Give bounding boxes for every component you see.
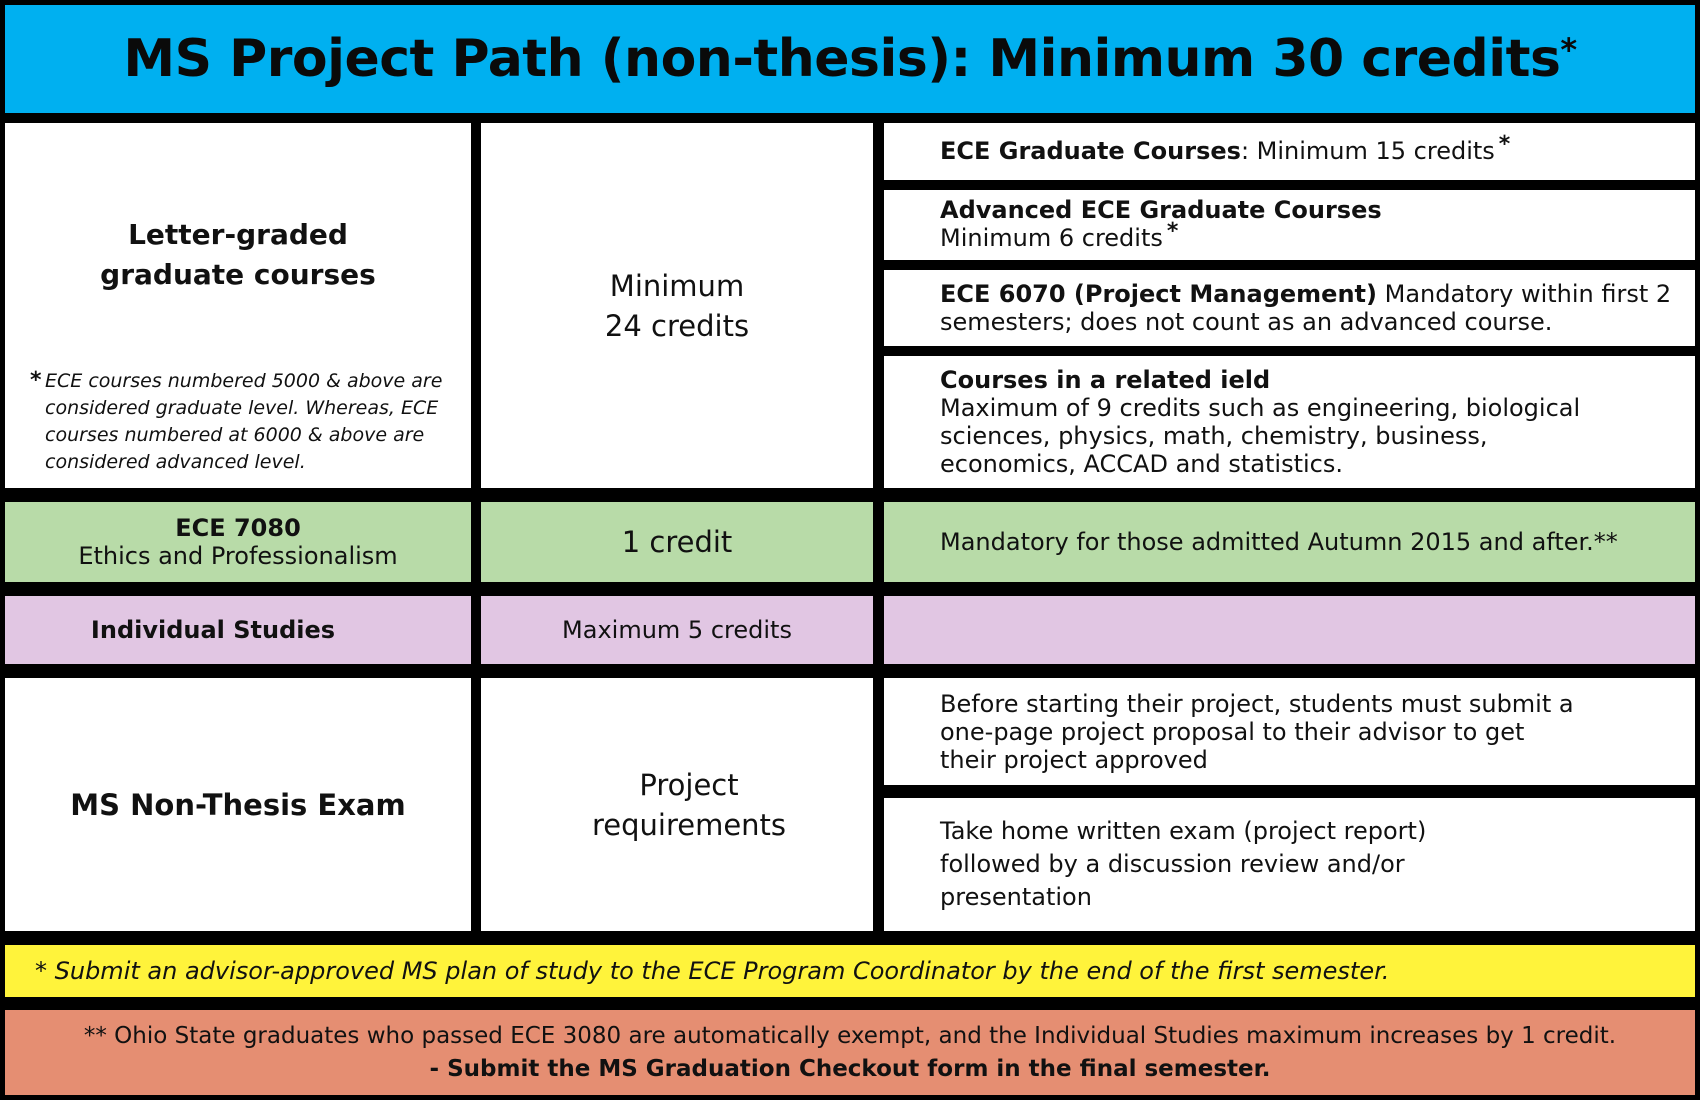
- letter-graded-label: Letter-graded graduate courses: [100, 218, 376, 291]
- ethics-note-cell: Mandatory for those admitted Autumn 2015…: [884, 502, 1695, 582]
- letter-graded-label-cell: Letter-graded graduate courses * ECE cou…: [5, 123, 471, 488]
- page-title: MS Project Path (non-thesis): Minimum 30…: [123, 29, 1577, 89]
- advanced-ece-courses-credits: Minimum 6 credits*: [940, 219, 1179, 252]
- exemption-footnote: ** Ohio State graduates who passed ECE 3…: [83, 1022, 1617, 1049]
- related-field-title: Courses in a related ield: [940, 366, 1271, 394]
- page-title-banner: MS Project Path (non-thesis): Minimum 30…: [5, 5, 1695, 113]
- plan-of-study-footnote: * Submit an advisor-approved MS plan of …: [35, 957, 1390, 985]
- individual-studies-label-cell: Individual Studies: [5, 596, 471, 664]
- related-field-text: Maximum of 9 credits such as engineering…: [940, 394, 1581, 478]
- individual-studies-credits-cell: Maximum 5 credits: [481, 596, 873, 664]
- ethics-credits-cell: 1 credit: [481, 502, 873, 582]
- ethics-course-code: ECE 7080: [175, 514, 301, 542]
- project-proposal-text: Before starting their project, students …: [940, 689, 1574, 774]
- checkout-footnote: - Submit the MS Graduation Checkout form…: [429, 1055, 1271, 1082]
- ethics-credits: 1 credit: [621, 525, 733, 559]
- advanced-ece-courses-cell: Advanced ECE Graduate Courses Minimum 6 …: [884, 190, 1695, 260]
- individual-studies-label: Individual Studies: [90, 616, 336, 644]
- individual-studies-credits: Maximum 5 credits: [562, 616, 792, 644]
- exam-label-cell: MS Non-Thesis Exam: [5, 678, 471, 931]
- ece-graduate-courses-cell: ECE Graduate Courses: Minimum 15 credits…: [884, 123, 1695, 180]
- ece-graduate-courses-text: ECE Graduate Courses: Minimum 15 credits…: [940, 131, 1511, 165]
- ethics-label-cell: ECE 7080 Ethics and Professionalism: [5, 502, 471, 582]
- related-field-cell: Courses in a related ield Maximum of 9 c…: [884, 356, 1695, 488]
- letter-graded-credits-cell: Minimum 24 credits: [481, 123, 873, 488]
- project-proposal-cell: Before starting their project, students …: [884, 678, 1695, 785]
- ece-6070-cell: ECE 6070 (Project Management) Mandatory …: [884, 270, 1695, 346]
- advanced-ece-courses-title: Advanced ECE Graduate Courses: [940, 196, 1382, 224]
- individual-studies-note-cell: [884, 596, 1695, 664]
- ethics-note: Mandatory for those admitted Autumn 2015…: [940, 528, 1618, 556]
- written-exam-cell: Take home written exam (project report) …: [884, 798, 1695, 931]
- ece-6070-text: ECE 6070 (Project Management) Mandatory …: [940, 280, 1672, 336]
- plan-of-study-footnote-bar: * Submit an advisor-approved MS plan of …: [5, 945, 1695, 997]
- graduate-level-note: * ECE courses numbered 5000 & above are …: [30, 368, 443, 473]
- exam-credits-cell: Project requirements: [481, 678, 873, 931]
- letter-graded-credits: Minimum 24 credits: [604, 268, 750, 343]
- ethics-course-name: Ethics and Professionalism: [78, 542, 398, 570]
- exemption-footnote-bar: ** Ohio State graduates who passed ECE 3…: [5, 1010, 1695, 1095]
- written-exam-text: Take home written exam (project report) …: [940, 817, 1427, 911]
- exam-credits: Project requirements: [591, 767, 787, 842]
- exam-label: MS Non-Thesis Exam: [70, 787, 406, 822]
